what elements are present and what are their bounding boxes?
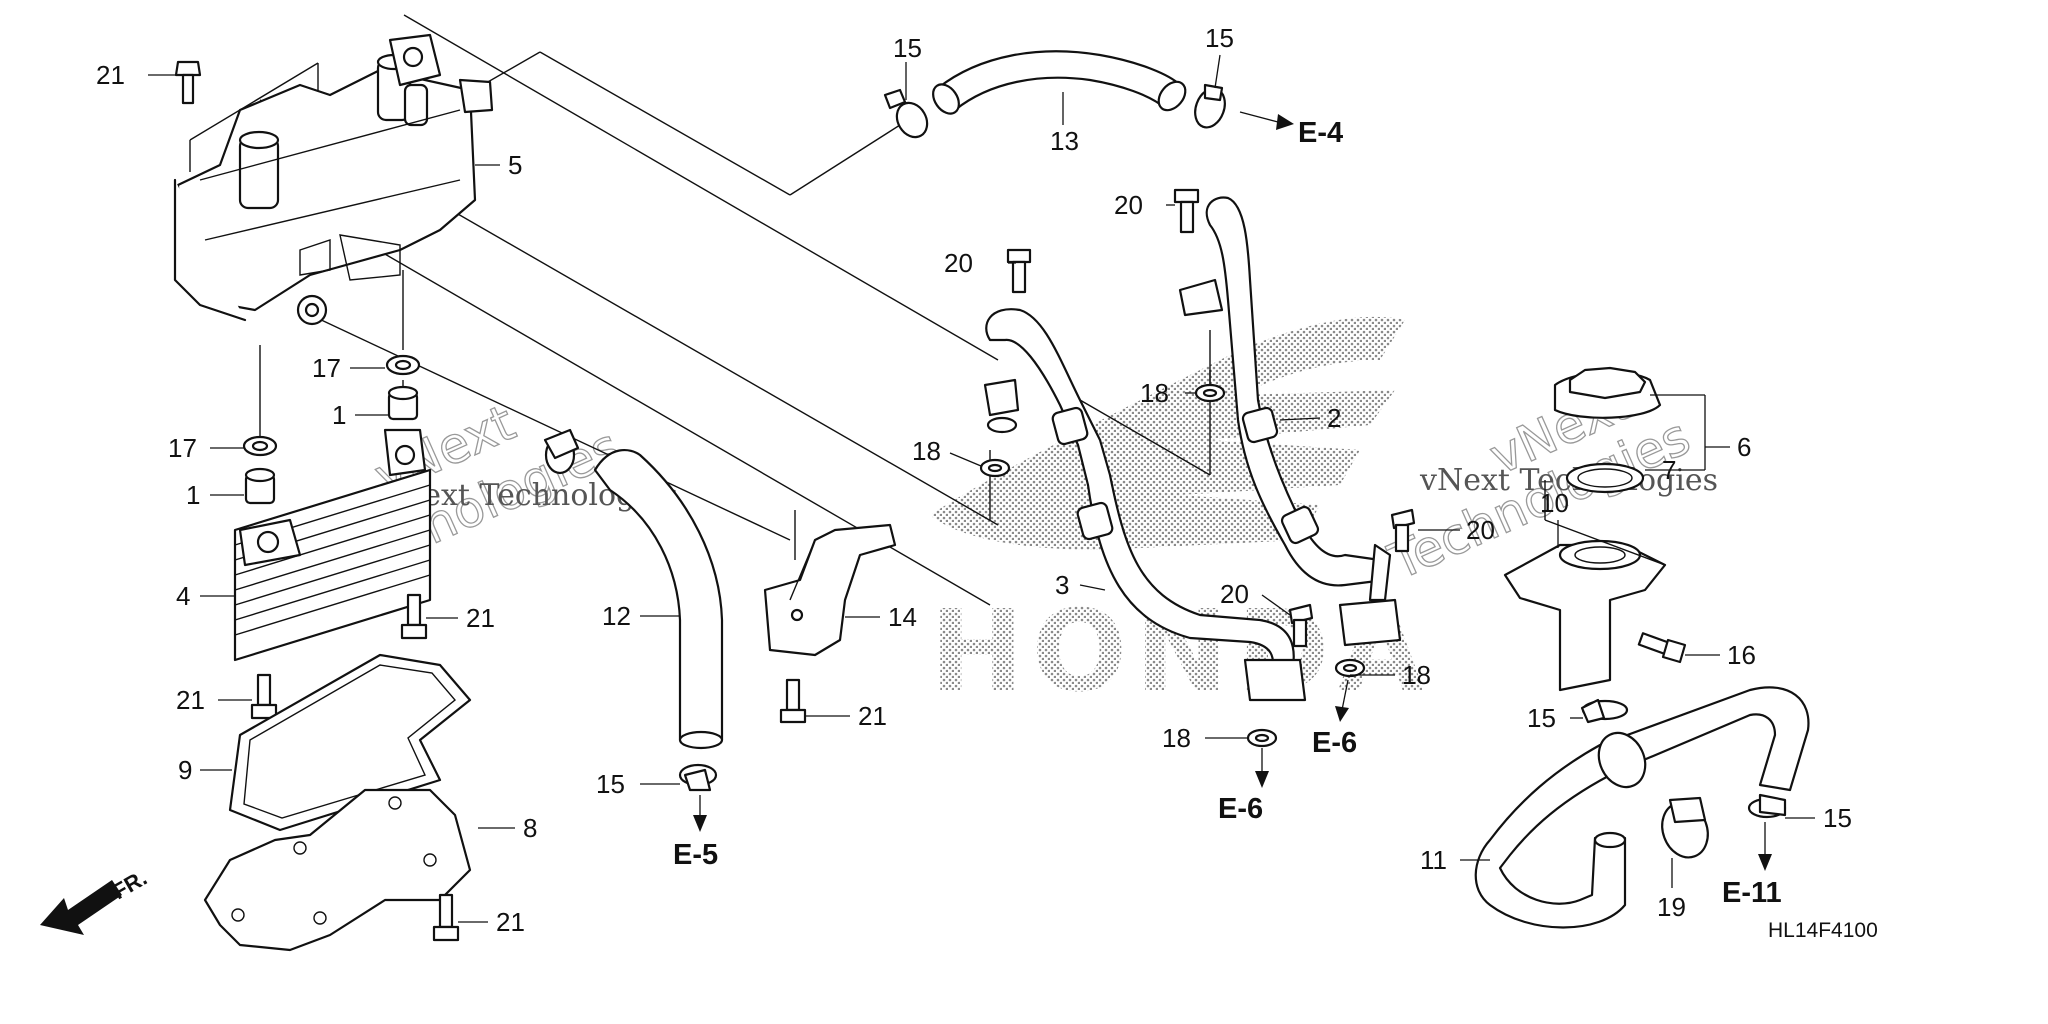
callout-14: 14 <box>888 602 917 632</box>
front-direction-marker: FR. <box>40 865 151 935</box>
ref-e5: E-5 <box>673 839 718 871</box>
callout-18: 18 <box>1402 660 1431 690</box>
part-13-upper-hose <box>932 50 1187 115</box>
part-20-bolt-pipe2-lower <box>1390 508 1416 553</box>
part-15-clamp-13-left <box>883 88 929 139</box>
callout-15: 15 <box>893 33 922 63</box>
part-15-clamp-12 <box>678 763 718 792</box>
callout-numbers: 21 5 17 1 17 1 4 21 21 9 8 21 15 13 15 1… <box>96 23 1852 937</box>
drawing-code: HL14F4100 <box>1768 919 1878 942</box>
callout-21: 21 <box>176 685 205 715</box>
part-12-hose <box>593 448 724 750</box>
callout-1: 1 <box>332 400 346 430</box>
part-15-clamp-11-right <box>1747 793 1787 819</box>
part-8-plate <box>203 788 472 952</box>
callout-18: 18 <box>1162 723 1191 753</box>
part-18-washer-pipe2 <box>1194 383 1226 403</box>
part-21-bolt-plate <box>432 893 460 942</box>
part-21-bolt-cooler-left <box>250 673 278 720</box>
callout-13: 13 <box>1050 126 1079 156</box>
ref-e11: E-11 <box>1722 877 1782 909</box>
callout-7: 7 <box>1662 455 1676 485</box>
callout-8: 8 <box>523 813 537 843</box>
callout-10: 10 <box>1540 488 1569 518</box>
part-14-bracket <box>763 523 897 657</box>
part-15-clamp-13-right <box>1194 83 1226 129</box>
part-18-washer-pipe2-lower <box>1334 658 1366 678</box>
ref-e4: E-4 <box>1298 117 1343 149</box>
watermark-emblem: HONDA <box>930 316 1424 717</box>
leader-lines <box>148 54 1815 923</box>
callout-2: 2 <box>1327 403 1341 433</box>
callout-9: 9 <box>178 755 192 785</box>
callout-17: 17 <box>168 433 197 463</box>
callout-3: 3 <box>1055 570 1069 600</box>
callout-12: 12 <box>602 601 631 631</box>
part-20-bolt-pipe3 <box>1006 248 1032 294</box>
part-3-pipe <box>983 308 1307 702</box>
part-19-clamp <box>1661 796 1709 859</box>
part-20-bolt-pipe3-lower <box>1288 603 1314 648</box>
part-11-lower-hose <box>1474 686 1810 929</box>
callout-15: 15 <box>1527 703 1556 733</box>
callout-21: 21 <box>496 907 525 937</box>
callout-6: 6 <box>1737 432 1751 462</box>
callout-5: 5 <box>508 150 522 180</box>
part-7-cap-assembly <box>1553 366 1662 494</box>
callout-15: 15 <box>596 769 625 799</box>
part-9-gasket <box>228 653 472 832</box>
callout-1: 1 <box>186 480 200 510</box>
part-15-clamp-11-top <box>1580 698 1629 724</box>
part-1-collar-lower <box>244 467 276 505</box>
callout-21: 21 <box>466 603 495 633</box>
ref-e6-right: E-6 <box>1312 727 1357 759</box>
callout-15: 15 <box>1823 803 1852 833</box>
part-5-upper-housing <box>173 33 494 326</box>
part-18-washer-pipe3 <box>979 458 1011 478</box>
part-1-collar-upper <box>387 385 419 421</box>
callout-20: 20 <box>1114 190 1143 220</box>
part-17-washer-upper <box>385 354 421 376</box>
part-2-pipe <box>1178 196 1402 647</box>
part-18-washer-pipe3-lower <box>1246 728 1278 748</box>
callout-19: 19 <box>1657 892 1686 922</box>
callout-18: 18 <box>1140 378 1169 408</box>
part-17-washer-lower <box>242 435 278 457</box>
callout-21: 21 <box>858 701 887 731</box>
callout-4: 4 <box>176 581 190 611</box>
callout-16: 16 <box>1727 640 1756 670</box>
part-21-bolt-top <box>174 60 202 105</box>
reference-arrows <box>693 111 1772 871</box>
callout-21: 21 <box>96 60 125 90</box>
callout-18: 18 <box>912 436 941 466</box>
part-15-clamp-12-top <box>543 428 580 475</box>
part-10-filler-neck <box>1503 480 1667 692</box>
part-21-bolt-cooler-right <box>400 593 428 640</box>
part-21-bolt-bracket <box>779 678 807 724</box>
ref-e6-lower: E-6 <box>1218 793 1263 825</box>
callout-20: 20 <box>1466 515 1495 545</box>
callout-20: 20 <box>944 248 973 278</box>
callout-11: 11 <box>1420 845 1447 875</box>
reference-labels: E-4 E-5 E-6 E-6 E-11 <box>673 117 1782 909</box>
part-20-bolt-pipe2 <box>1173 188 1200 234</box>
callout-17: 17 <box>312 353 341 383</box>
part-4-oil-cooler <box>233 428 432 662</box>
callout-20: 20 <box>1220 579 1249 609</box>
part-16-bolt <box>1637 632 1687 664</box>
callout-15: 15 <box>1205 23 1234 53</box>
